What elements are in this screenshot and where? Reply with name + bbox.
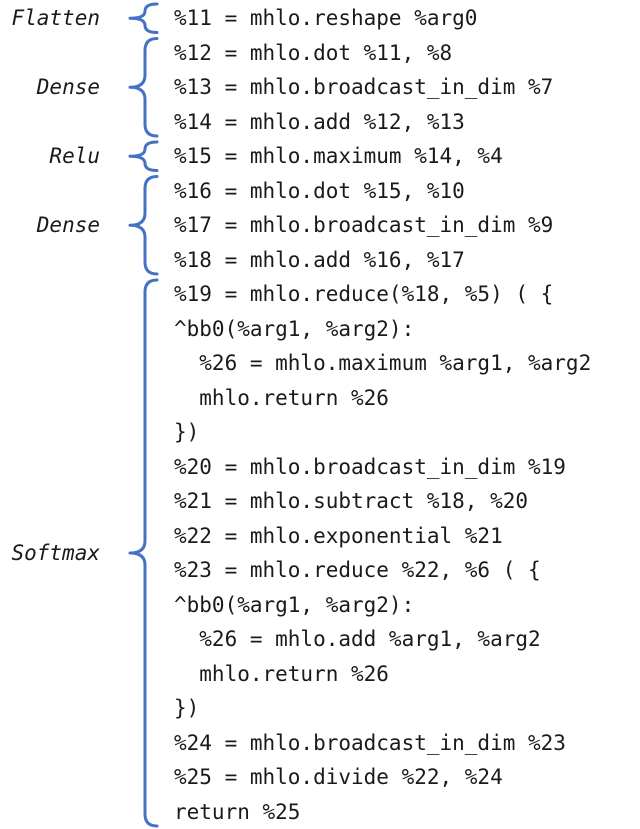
code-line: %11 = mhlo.reshape %arg0 [174,6,478,30]
group-brace-dense [128,175,159,276]
code-line: %19 = mhlo.reduce(%18, %5) ( { [174,282,554,306]
group-label-softmax: Softmax [11,540,100,565]
code-line: }) [174,420,200,444]
code-line: }) [174,696,200,720]
code-line: ^bb0(%arg1, %arg2): [174,316,415,341]
code-line: %25 = mhlo.divide %22, %24 [174,765,503,789]
group-brace-softmax [128,278,159,828]
code-line: %22 = mhlo.exponential %21 [174,523,503,548]
code-line: mhlo.return %26 [174,385,389,410]
code-line: %20 = mhlo.broadcast_in_dim %19 [174,454,566,479]
code-line: %15 = mhlo.maximum %14, %4 [174,144,503,168]
code-line: %26 = mhlo.add %arg1, %arg2 [174,627,541,651]
group-label-relu: Relu [49,144,100,168]
code-line: ^bb0(%arg1, %arg2): [174,592,415,617]
code-line: %17 = mhlo.broadcast_in_dim %9 [174,213,554,237]
group-brace-flatten [128,2,159,34]
group-brace-dense [128,37,159,138]
code-line: return %25 [174,799,301,824]
code-line: %12 = mhlo.dot %11, %8 [174,40,453,65]
group-label-flatten: Flatten [11,6,100,30]
code-line: %24 = mhlo.broadcast_in_dim %23 [174,730,566,755]
code-line: %18 = mhlo.add %16, %17 [174,247,465,272]
group-label-dense: Dense [36,213,100,237]
code-line: %13 = mhlo.broadcast_in_dim %7 [174,75,554,99]
code-line: %23 = mhlo.reduce %22, %6 ( { [174,558,541,582]
code-line: %21 = mhlo.subtract %18, %20 [174,489,529,513]
code-line: %16 = mhlo.dot %15, %10 [174,178,465,203]
code-line: %26 = mhlo.maximum %arg1, %arg2 [174,351,592,375]
code-line: mhlo.return %26 [174,661,389,686]
code-line: %14 = mhlo.add %12, %13 [174,109,465,134]
group-label-dense: Dense [36,75,100,99]
group-brace-relu [128,140,159,172]
